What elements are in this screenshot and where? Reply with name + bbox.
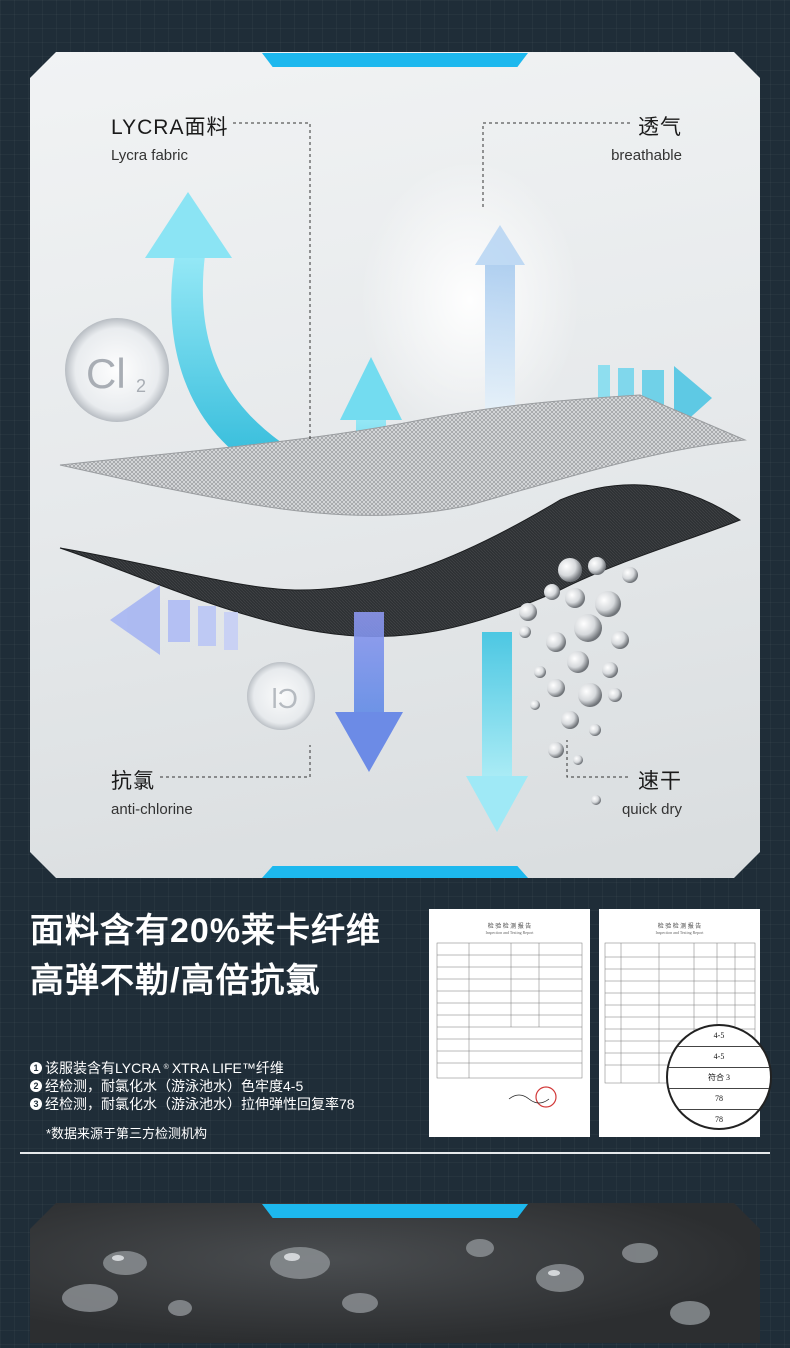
fact-text: 经检测，耐氯化水（游泳池水）色牢度4-5: [45, 1078, 304, 1094]
report-title: 检 验 检 测 报 告: [657, 924, 702, 930]
label-anti-chlorine: 抗氯 anti-chlorine: [111, 765, 193, 818]
svg-text:Cl: Cl: [86, 350, 126, 397]
headline: 面料含有20%莱卡纤维 高弹不勒/高倍抗氯: [30, 906, 381, 1006]
down-arrow-icon: [335, 612, 403, 772]
mesh-layer: [59, 394, 747, 516]
report-table: [436, 942, 583, 1108]
anti-chlorine-subtitle: anti-chlorine: [111, 801, 193, 818]
headline-line-2: 高弹不勒/高倍抗氯: [30, 962, 321, 1000]
stamp-icon: [535, 1086, 557, 1108]
curved-up-arrow-icon: [145, 192, 285, 470]
left-arrow-icon: [110, 585, 238, 655]
anti-chlorine-title: 抗氯: [111, 770, 155, 793]
label-lycra: LYCRA面料 Lycra fabric: [111, 111, 228, 164]
test-report-document: 检 验 检 测 报 告 Inspection and Testing Repor…: [429, 909, 590, 1137]
fact-item: 1 该服装含有LYCRA®XTRA LIFE™纤维: [30, 1059, 355, 1077]
report-title: 检 验 检 测 报 告: [487, 924, 532, 930]
quick-dry-title: 速干: [638, 770, 682, 793]
registered-mark: ®: [163, 1064, 169, 1071]
lycra-title: LYCRA面料: [111, 116, 229, 139]
breathable-subtitle: breathable: [611, 147, 682, 164]
magnifier-zoom: 4-5 4-5 符合 3 78 78: [666, 1024, 772, 1130]
steam-cloud: [360, 160, 580, 440]
svg-text:Cl: Cl: [272, 683, 298, 714]
magnified-value: 4-5: [668, 1047, 770, 1068]
report-subtitle: Inspection and Testing Report: [655, 930, 704, 935]
label-quick-dry: 速干 quick dry: [622, 765, 682, 818]
label-breathable: 透气 breathable: [611, 111, 682, 164]
fact-text-suffix: XTRA LIFE™纤维: [171, 1060, 284, 1076]
lycra-subtitle: Lycra fabric: [111, 147, 188, 164]
breathable-arrow-icon: [475, 225, 525, 415]
source-note: *数据来源于第三方检测机构: [46, 1126, 208, 1141]
magnified-value: 符合 3: [668, 1068, 770, 1089]
magnified-value: 4-5: [668, 1026, 770, 1047]
chlorine-orb-icon: Cl 2: [65, 318, 169, 422]
number-badge: 3: [30, 1098, 42, 1110]
fact-item: 2 经检测，耐氯化水（游泳池水）色牢度4-5: [30, 1077, 355, 1095]
breathable-title: 透气: [638, 116, 682, 139]
number-badge: 2: [30, 1080, 42, 1092]
water-droplets: [519, 557, 638, 805]
fact-item: 3 经检测，耐氯化水（游泳池水）拉伸弹性回复率78: [30, 1095, 355, 1113]
signature-icon: [508, 1094, 550, 1104]
leader-lines: [160, 122, 630, 778]
magnified-value: 78: [668, 1110, 770, 1128]
report-subtitle: Inspection and Testing Report: [485, 930, 534, 935]
quick-dry-arrow-icon: [466, 632, 528, 832]
water-droplets-fabric: [30, 1203, 760, 1343]
panel-top-accent: [262, 53, 528, 67]
panel-bottom-accent: [262, 866, 528, 878]
facts-list: 1 该服装含有LYCRA®XTRA LIFE™纤维 2 经检测，耐氯化水（游泳池…: [30, 1059, 355, 1113]
quick-dry-subtitle: quick dry: [621, 801, 682, 818]
fact-text: 该服装含有LYCRA: [45, 1060, 161, 1076]
magnified-value: 78: [668, 1089, 770, 1110]
water-repellent-panel: [30, 1203, 760, 1343]
section-divider: [20, 1152, 770, 1154]
number-badge: 1: [30, 1062, 42, 1074]
fabric-illustration: Cl 2 Cl: [59, 122, 747, 832]
chlorine-orb-small-icon: Cl: [247, 662, 315, 730]
svg-text:2: 2: [136, 376, 146, 396]
fabric-layer: [59, 484, 742, 638]
fact-text: 经检测，耐氯化水（游泳池水）拉伸弹性回复率78: [45, 1096, 355, 1112]
panel-top-accent: [262, 1204, 528, 1218]
headline-line-1: 面料含有20%莱卡纤维: [30, 912, 382, 950]
